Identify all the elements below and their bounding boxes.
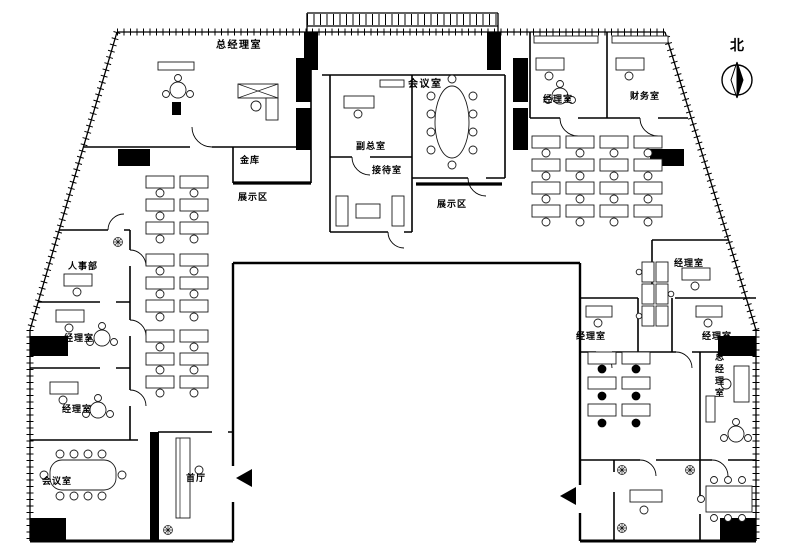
deputy-gm-furniture [343, 79, 405, 119]
room-label-meeting-bottom-left: 会议室 [42, 476, 73, 486]
lobby-furniture [163, 437, 204, 535]
room-label-gm-office-right: 总经理室 [714, 352, 724, 400]
room-label-vault: 金库 [240, 155, 261, 165]
room-label-manager-right-mid-right: 经理室 [702, 331, 733, 341]
hr-furniture [63, 237, 123, 297]
room-label-gm-office-top-left: 总经理室 [216, 40, 262, 51]
core-shafts [30, 32, 756, 541]
room-label-manager-left-upper: 经理室 [64, 333, 95, 343]
room-label-manager-right-upper: 经理室 [674, 258, 705, 268]
room-label-display-right: 展示区 [437, 199, 468, 209]
room-label-finance-office: 财务室 [630, 91, 661, 101]
gm-office-right-furniture [705, 365, 752, 443]
manager-right-upper-furniture [681, 267, 711, 291]
manager-top-right-furniture [533, 35, 599, 105]
room-label-manager-top-right: 经理室 [543, 94, 574, 104]
meeting-room-top-furniture [426, 74, 478, 170]
room-label-lobby: 首厅 [186, 473, 207, 483]
room-label-deputy-gm: 副总室 [356, 141, 387, 151]
workstations-right-wing [531, 135, 663, 227]
room-label-hr: 人事部 [68, 261, 99, 271]
entrance-canopy [306, 12, 499, 32]
workstations-left-wing [145, 175, 209, 398]
manager-left-lower-furniture [49, 381, 114, 419]
entrance-arrow-right [560, 487, 576, 505]
meeting-room-bottom-left-furniture [39, 449, 127, 501]
compass-north-label: 北 [730, 37, 744, 53]
interior-walls [30, 32, 756, 541]
finance-office-furniture [611, 35, 669, 81]
reception-room-furniture [335, 195, 405, 227]
north-compass-icon [721, 61, 753, 99]
manager-right-mid-right-furniture [695, 305, 723, 328]
room-label-manager-right-mid-left: 经理室 [576, 331, 607, 341]
entrance-arrow-left [236, 469, 252, 487]
workstations-right-lower [587, 351, 651, 428]
room-label-reception: 接待室 [372, 165, 403, 175]
courtyard-walls [231, 261, 582, 541]
bottom-right-table-furniture [697, 476, 753, 522]
manager-left-upper-furniture [55, 309, 118, 347]
bottom-right-office-furniture [617, 465, 695, 533]
room-label-meeting-room-top: 会议室 [408, 79, 443, 90]
room-label-display-left: 展示区 [238, 192, 269, 202]
workstations-right-corridor [635, 261, 675, 327]
gm-office-top-left-furniture [157, 61, 279, 121]
manager-right-mid-left-furniture [585, 305, 613, 328]
room-label-manager-left-lower: 经理室 [62, 404, 93, 414]
